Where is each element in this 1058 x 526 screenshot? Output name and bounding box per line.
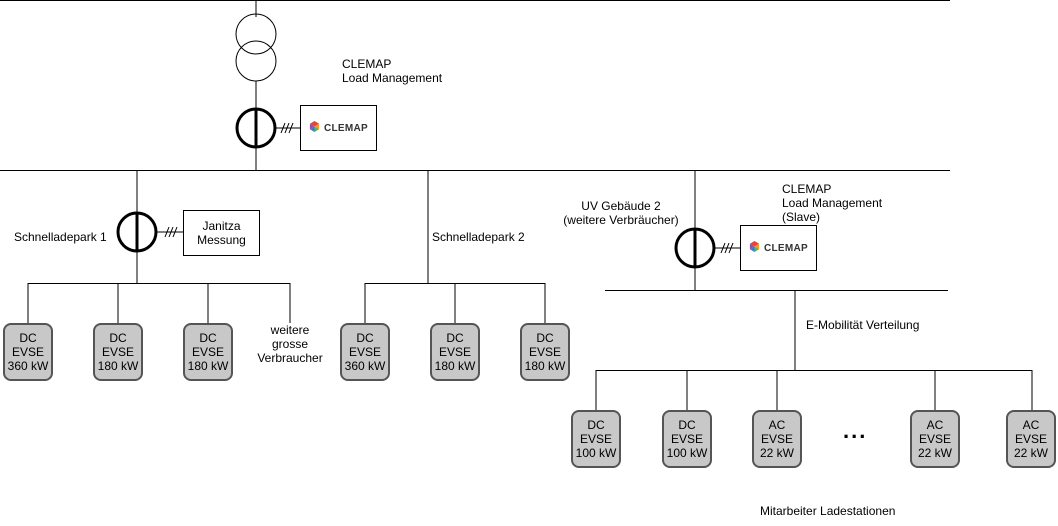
evse-label: EVSE — [11, 345, 44, 359]
evse-type: DC — [678, 418, 696, 432]
clemap-logo-text: CLEMAP — [763, 242, 809, 254]
evse-label: EVSE — [528, 345, 561, 359]
evse-type: DC — [356, 331, 374, 345]
evse-power: 360 kW — [7, 359, 49, 373]
schnelladepark2-label: Schnelladepark 2 — [432, 230, 525, 244]
evse-label: EVSE — [191, 345, 224, 359]
transformer-primary-coil — [235, 13, 277, 55]
evse-type: AC — [768, 418, 786, 432]
evse-power: 22 kW — [917, 446, 952, 460]
mitarbeiter-ladestationen-label: Mitarbeiter Ladestationen — [760, 504, 896, 518]
evse-power: 180 kW — [97, 359, 139, 373]
evse-power: 180 kW — [524, 359, 566, 373]
evse-power: 180 kW — [434, 359, 476, 373]
evse-power: 100 kW — [666, 446, 708, 460]
transformer-secondary-coil — [235, 40, 277, 82]
janitza-line-1: Janitza — [202, 219, 241, 233]
emob-verteilung-label: E-Mobilität Verteilung — [806, 318, 920, 332]
evse-label: EVSE — [670, 432, 703, 446]
evse-power: 180 kW — [187, 359, 229, 373]
evse-label: EVSE — [101, 345, 134, 359]
evse-power: 22 kW — [759, 446, 794, 460]
clemap-logo-icon — [309, 121, 320, 135]
evse-power: 360 kW — [344, 359, 386, 373]
janitza-line-2: Messung — [197, 233, 246, 247]
evse-label: EVSE — [438, 345, 471, 359]
janitza-meter-box: Janitza Messung — [183, 210, 260, 256]
main-clemap-label: CLEMAP Load Management — [342, 57, 443, 85]
evse-type: DC — [536, 331, 554, 345]
schnelladepark1-label: Schnelladepark 1 — [14, 230, 107, 244]
clemap-logo-text: CLEMAP — [323, 122, 369, 134]
evse-type: AC — [926, 418, 944, 432]
evse-label: EVSE — [760, 432, 793, 446]
evse-label: EVSE — [348, 345, 381, 359]
main-comm-link-hatch — [280, 122, 294, 134]
clemap-logo-icon — [749, 241, 760, 255]
evse-label: EVSE — [579, 432, 612, 446]
main-clemap-box: CLEMAP — [300, 105, 377, 151]
evse-type: DC — [109, 331, 127, 345]
uv-gebaeude-label: UV Gebäude 2 (weitere Verbräucher) — [563, 199, 679, 227]
evse-label: EVSE — [918, 432, 951, 446]
uv-comm-hatch — [720, 242, 734, 254]
slave-clemap-label: CLEMAP Load Management (Slave) — [782, 182, 883, 224]
more-stations-ellipsis: ... — [843, 418, 868, 443]
weitere-verbraucher-label: weitere grosse Verbraucher — [257, 323, 323, 365]
evse-label: EVSE — [1014, 432, 1047, 446]
evse-type: DC — [199, 331, 217, 345]
evse-type: AC — [1022, 418, 1040, 432]
park1-comm-hatch — [164, 226, 178, 238]
evse-type: DC — [446, 331, 464, 345]
evse-power: 22 kW — [1013, 446, 1048, 460]
evse-type: DC — [19, 331, 37, 345]
slave-clemap-box: CLEMAP — [740, 225, 817, 271]
evse-power: 100 kW — [575, 446, 617, 460]
evse-type: DC — [587, 418, 605, 432]
